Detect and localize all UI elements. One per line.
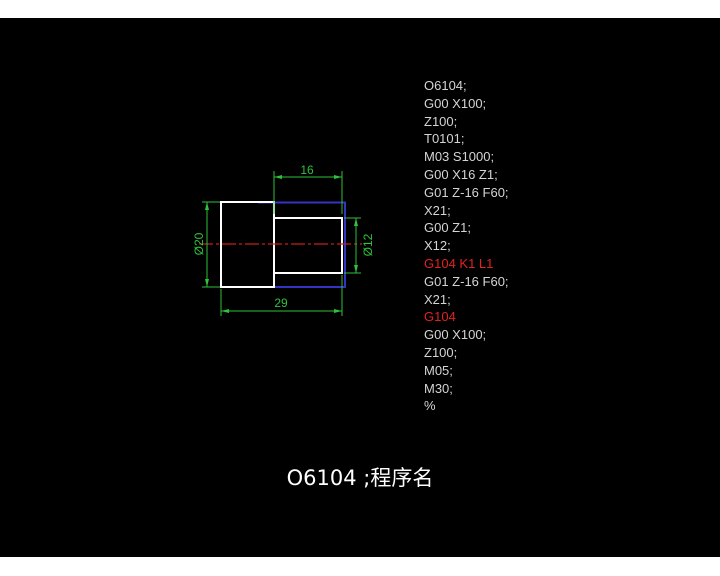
program-line: T0101; <box>424 131 465 147</box>
stock-outline <box>258 201 346 288</box>
program-line: M30; <box>424 380 453 396</box>
program-line: O6104; <box>424 78 467 93</box>
dim-d20-label: Ø20 <box>192 232 206 255</box>
program-line: G01 Z-16 F60; <box>424 273 509 289</box>
program-line: Z100; <box>424 113 458 129</box>
dim-29-arrow-right <box>334 309 342 313</box>
nc-program-listing: O6104; G00 X100; Z100; T0101; M03 S1000;… <box>424 77 574 415</box>
dim-29-arrow-left <box>221 309 229 313</box>
dim-16-arrow-left <box>274 175 282 179</box>
program-line: G00 X16 Z1; <box>424 166 498 182</box>
program-line: Z100; <box>424 344 458 360</box>
program-line: X12; <box>424 238 451 254</box>
dim-d20-arrow-bottom <box>205 279 209 287</box>
dim-d20-arrow-top <box>205 202 209 210</box>
small-diameter-section <box>273 217 343 274</box>
video-frame <box>0 18 720 557</box>
program-line: M03 S1000; <box>424 149 495 165</box>
dim-d12-label: Ø12 <box>361 233 375 256</box>
dim-d12-arrow-top <box>354 218 358 226</box>
program-line: X21; <box>424 202 451 218</box>
program-line-highlighted: G104 K1 L1 <box>424 255 494 271</box>
dim-16-label: 16 <box>300 163 314 177</box>
program-line: G00 X100; <box>424 327 487 343</box>
program-line: G00 X100; <box>424 95 487 111</box>
program-line: % <box>424 398 436 414</box>
program-line: X21; <box>424 291 451 307</box>
video-subtitle: O6104 ;程序名 <box>286 466 434 490</box>
dim-d12-arrow-bottom <box>354 265 358 273</box>
program-line: G00 Z1; <box>424 220 471 236</box>
dim-29-label: 29 <box>274 296 288 310</box>
program-line-highlighted: G104 <box>424 309 456 325</box>
program-line: M05; <box>424 362 453 378</box>
dim-16-arrow-right <box>334 175 342 179</box>
program-line: G01 Z-16 F60; <box>424 184 509 200</box>
